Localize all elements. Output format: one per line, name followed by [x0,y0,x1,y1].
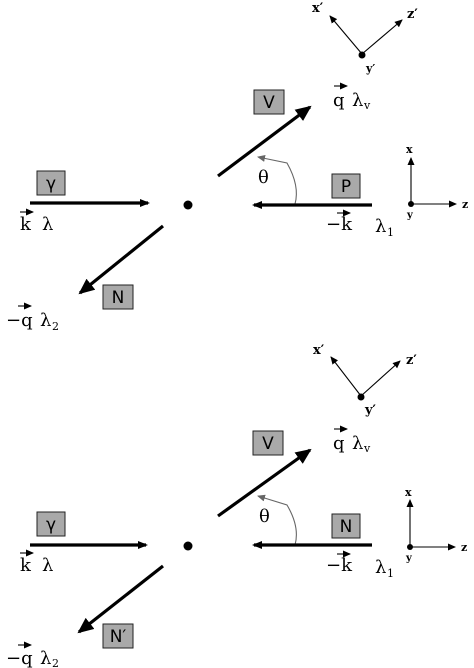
minus-q-text: −q [6,648,33,668]
vector-box-label: V [262,434,274,454]
theta-label: θ [258,167,269,188]
photon-track-bottom: γ k λ [20,511,148,576]
primed-frame-bottom: x′ z′ y′ [313,343,417,418]
minus-q-arrow [78,224,165,295]
lab-origin [408,201,414,207]
lambda-2: λ [40,648,51,668]
lab-frame-top: x z y [406,143,468,221]
z-prime-label: z′ [407,7,418,22]
k-vec-text: k [20,555,32,576]
k-vec-text: k [20,214,32,235]
lambda-label: λ [42,555,53,576]
x-prime-label: x′ [313,343,325,358]
minus-q-text: −q [6,310,33,331]
lambda-v-subscript: v [363,99,371,112]
target-box-label: N [340,517,353,537]
nucleon-box-label: N [112,288,125,308]
theta-arc [257,154,297,205]
primed-origin [357,393,365,401]
photon-box [36,170,66,196]
lambda-1-subscript: 1 [387,226,394,239]
x-prime-label: x′ [312,1,324,16]
nucleon-box [102,623,134,649]
q-arrow [217,105,312,178]
y-prime-label: y′ [364,403,377,418]
z-axis-label: z [462,198,468,211]
q-vec-text: q [333,433,345,454]
panel-top: x′ z′ y′ V q λ v θ γ k λ [6,1,468,333]
photon-track-top: γ k λ [20,170,150,235]
vertex-dot [183,200,193,210]
q-label: q λ v [333,425,371,455]
lambda-label: λ [42,214,53,235]
nucleon-track-bottom: N′ −q λ 2 [6,564,164,668]
theta-label: θ [259,506,270,527]
vector-box [252,430,284,456]
z-prime-label: z′ [406,353,417,368]
x-prime-axis [330,356,362,397]
photon-box [36,511,66,537]
z-axis-label: z [461,541,467,554]
y-axis-label: y [405,553,413,564]
target-box-label: P [341,177,351,197]
theta-arc [257,494,297,546]
minus-k-text: −k [326,214,353,235]
minus-k-text: −k [326,555,353,576]
primed-frame-top: x′ z′ y′ [312,1,418,75]
target-box [331,173,361,199]
lambda-v-subscript: v [363,442,371,455]
vector-meson-track-bottom: V q λ v [217,425,371,518]
z-prime-axis [361,19,403,55]
lambda-2-subscript: 2 [52,657,59,668]
photon-box-label: γ [46,515,56,535]
vertex-dot [183,541,193,551]
nucleon-box-label: N′ [110,627,127,647]
lambda-1: λ [375,557,386,578]
minus-q-arrow [77,564,164,634]
vector-meson-track-top: V q λ v [217,82,371,178]
primed-origin [358,51,366,59]
lambda-v: λ [352,433,363,454]
x-prime-axis [329,15,363,55]
lambda-1: λ [375,216,386,237]
lab-origin [407,544,413,550]
lab-frame-bottom: x z y [405,486,467,564]
lambda-2: λ [40,310,51,331]
nucleon-box [102,284,134,310]
nucleon-track-top: N −q λ 2 [6,224,165,333]
vector-box [253,89,285,115]
target-box [331,513,361,539]
x-axis-label: x [406,143,413,156]
y-axis-label: y [406,210,414,221]
lambda-v: λ [352,90,363,111]
q-label: q λ v [333,82,371,112]
z-prime-axis [360,360,401,397]
target-track-top: P −k λ 1 [252,173,394,239]
lambda-2-subscript: 2 [52,320,59,333]
y-prime-label: y′ [365,62,375,75]
x-axis-label: x [405,486,412,499]
vector-box-label: V [263,93,275,113]
lambda-1-subscript: 1 [387,567,394,580]
q-arrow [217,448,312,518]
q-vec-text: q [333,90,345,111]
panel-bottom: x′ z′ y′ V q λ v θ γ k λ [6,343,467,668]
photon-box-label: γ [46,174,56,194]
target-track-bottom: N −k λ 1 [252,513,394,580]
